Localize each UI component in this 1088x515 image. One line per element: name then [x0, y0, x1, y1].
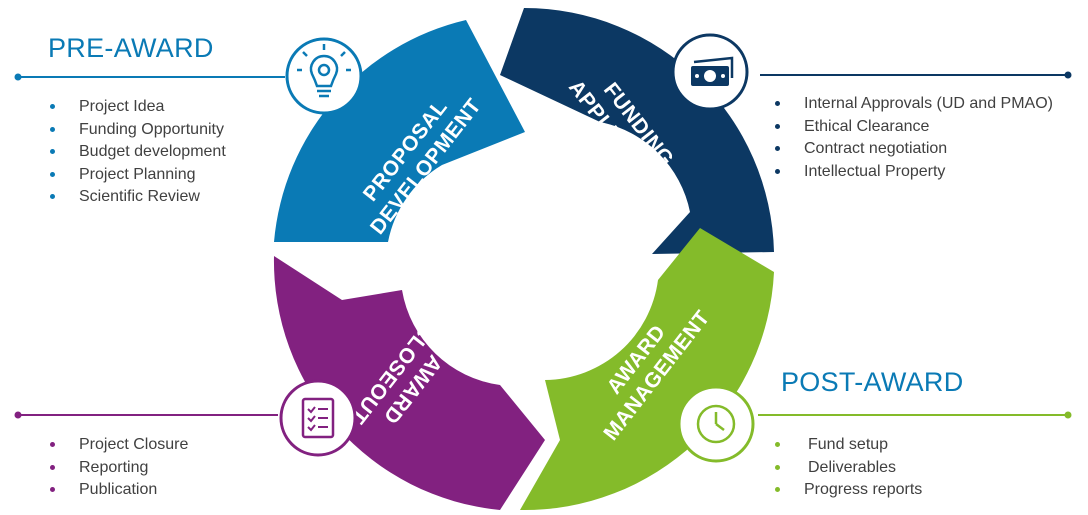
list-item: Intellectual Property — [775, 161, 1053, 184]
pre-award-list: Project Idea Funding Opportunity Budget … — [50, 96, 226, 209]
list-item: Deliverables — [775, 457, 922, 480]
bullet-icon — [775, 442, 780, 447]
bullet-icon — [775, 146, 780, 151]
list-item: Publication — [50, 479, 188, 502]
bullet-icon — [50, 126, 55, 132]
segment-award-closeout — [273, 256, 545, 510]
bullet-icon — [50, 464, 55, 470]
segment-award-management — [520, 228, 774, 511]
list-item: Scientific Review — [50, 186, 226, 209]
bullet-icon — [50, 194, 55, 199]
funding-list: Internal Approvals (UD and PMAO) Ethical… — [775, 93, 1053, 184]
list-item: Project Closure — [50, 434, 188, 457]
list-item: Contract negotiation — [775, 138, 1053, 161]
bullet-icon — [775, 487, 780, 492]
list-item: Progress reports — [775, 479, 922, 502]
clock-icon — [677, 385, 755, 463]
bullet-icon — [50, 442, 55, 447]
bullet-icon — [50, 149, 55, 154]
bullet-icon — [775, 168, 780, 174]
bullet-icon — [775, 464, 780, 470]
connector-post-award-end — [1064, 411, 1072, 419]
connector-closeout-end — [14, 411, 22, 419]
lightbulb-gear-icon — [285, 37, 363, 115]
money-bill-icon — [671, 33, 749, 111]
list-item: Ethical Clearance — [775, 116, 1053, 139]
pre-award-heading: PRE-AWARD — [48, 33, 214, 63]
bullet-icon — [50, 104, 55, 109]
segment-funding-application — [500, 7, 774, 255]
list-item: Project Planning — [50, 164, 226, 187]
segment-proposal-development — [274, 20, 525, 242]
bullet-icon — [775, 101, 780, 106]
list-item: Funding Opportunity — [50, 119, 226, 142]
bullet-icon — [50, 487, 55, 492]
bullet-icon — [50, 171, 55, 177]
list-item: Fund setup — [775, 434, 922, 457]
bullet-icon — [775, 123, 780, 129]
post-award-list: Fund setup Deliverables Progress reports — [775, 434, 922, 502]
connector-funding-end — [1064, 71, 1072, 79]
list-item: Internal Approvals (UD and PMAO) — [775, 93, 1053, 116]
connector-pre-award-end — [14, 73, 22, 81]
list-item: Reporting — [50, 457, 188, 480]
post-award-heading: POST-AWARD — [781, 367, 964, 397]
closeout-list: Project Closure Reporting Publication — [50, 434, 188, 502]
list-item: Project Idea — [50, 96, 226, 119]
checklist-icon — [279, 379, 357, 457]
list-item: Budget development — [50, 141, 226, 164]
